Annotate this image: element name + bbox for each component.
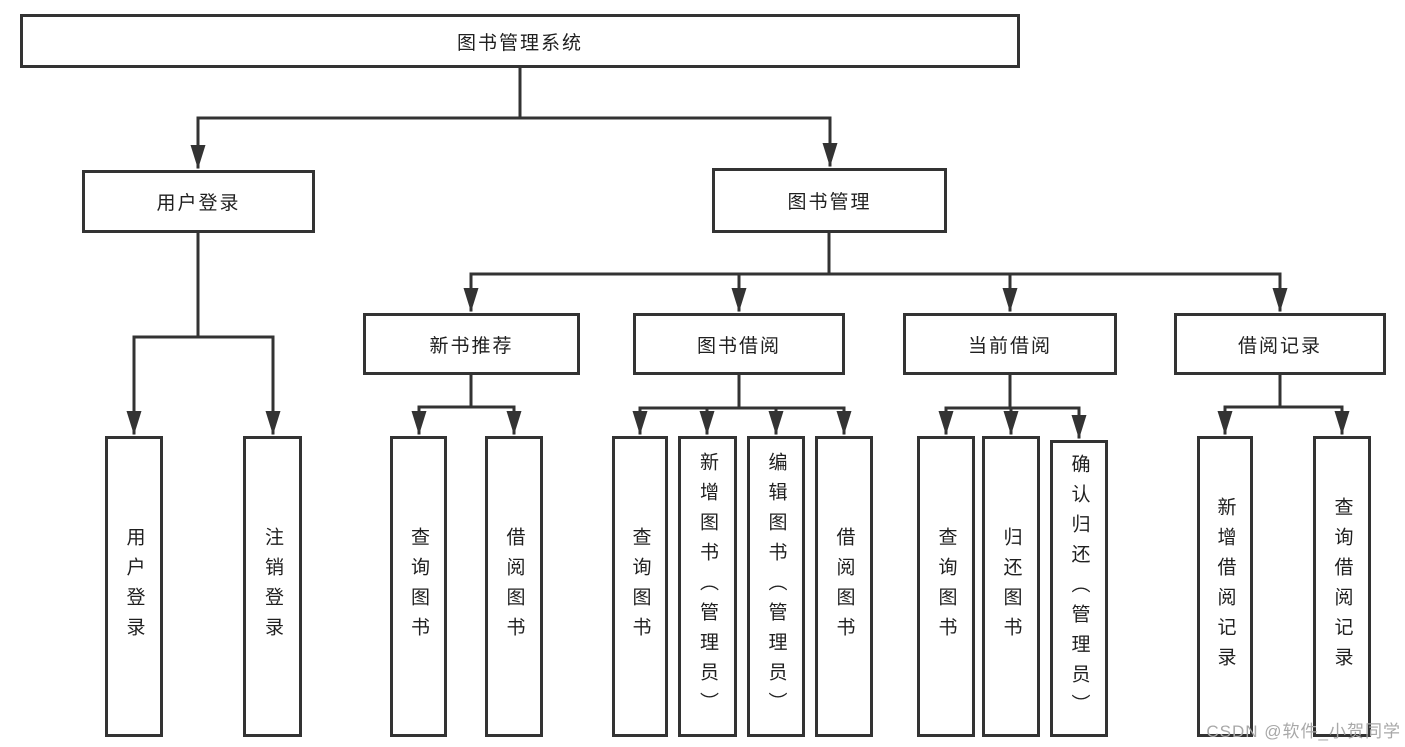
node-leaf-logout: 注销登录: [243, 436, 302, 737]
node-book-borrow: 图书借阅: [633, 313, 845, 375]
node-new-book-rec: 新书推荐: [363, 313, 580, 375]
node-current-borrow: 当前借阅: [903, 313, 1117, 375]
node-leaf-bb-add-book: 新增图书（管理员）: [678, 436, 737, 737]
node-leaf-cb-return-book: 归还图书: [982, 436, 1040, 737]
node-leaf-bb-borrow-book: 借阅图书: [815, 436, 873, 737]
node-leaf-br-query-record: 查询借阅记录: [1313, 436, 1371, 737]
node-leaf-rec-query-book: 查询图书: [390, 436, 447, 737]
node-root: 图书管理系统: [20, 14, 1020, 68]
node-user-login-branch: 用户登录: [82, 170, 315, 233]
node-leaf-user-login: 用户登录: [105, 436, 163, 737]
node-leaf-br-add-record: 新增借阅记录: [1197, 436, 1253, 737]
node-leaf-cb-confirm-return: 确认归还（管理员）: [1050, 440, 1108, 737]
node-borrow-record: 借阅记录: [1174, 313, 1386, 375]
node-leaf-bb-edit-book: 编辑图书（管理员）: [747, 436, 805, 737]
node-leaf-rec-borrow-book: 借阅图书: [485, 436, 543, 737]
csdn-watermark: CSDN @软件_小贺同学: [1206, 722, 1401, 741]
node-book-mgmt-branch: 图书管理: [712, 168, 947, 233]
node-leaf-bb-query-book: 查询图书: [612, 436, 668, 737]
node-leaf-cb-query-book: 查询图书: [917, 436, 975, 737]
